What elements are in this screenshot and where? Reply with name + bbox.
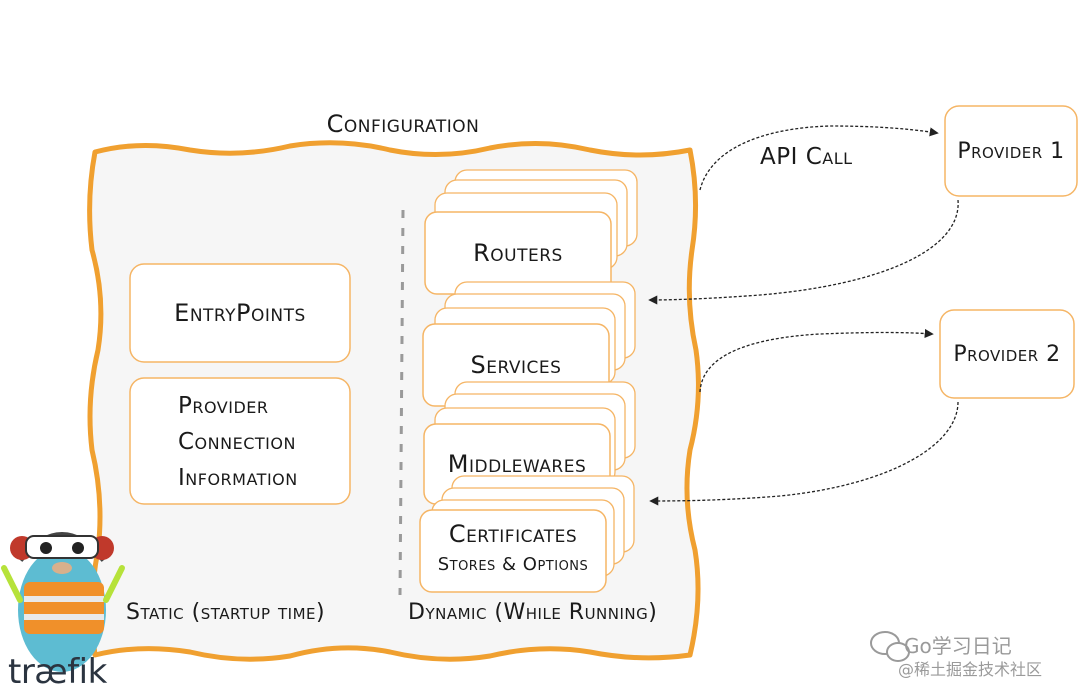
static-caption: Static (startup time) — [126, 600, 326, 625]
middlewares-label: Middlewares — [447, 450, 587, 478]
dynamic-caption: Dynamic (While Running) — [408, 600, 658, 625]
provider-connection-label: Provider Connection Information — [178, 388, 348, 496]
services-stack — [422, 281, 636, 407]
provider-2-box — [939, 309, 1075, 399]
certificates-sub-label: Stores & Options — [437, 554, 589, 575]
configuration-title: Configuration — [326, 110, 480, 138]
provider-connection-line-3: Information — [178, 465, 298, 491]
routers-label: Routers — [473, 239, 563, 267]
provider-connection-line-1: Provider — [178, 393, 269, 419]
provider-2-call-arrow — [699, 328, 934, 393]
watermark-line-1: Go学习日记 — [904, 634, 1012, 658]
wechat-icon — [870, 631, 910, 662]
provider-1-return-arrow — [648, 199, 959, 305]
provider-2-label: Provider 2 — [953, 341, 1061, 367]
certificates-stack — [419, 475, 635, 593]
watermark-line-2: @稀土掘金技术社区 — [898, 660, 1043, 679]
services-label: Services — [470, 351, 562, 379]
entrypoints-label: EntryPoints — [174, 299, 306, 327]
provider-1-label: Provider 1 — [957, 138, 1065, 164]
traefik-logo: træfik — [8, 652, 107, 692]
provider-2-return-arrow — [649, 401, 959, 506]
certificates-label: Certificates — [448, 520, 578, 548]
routers-stack — [424, 169, 638, 295]
api-call-label: API Call — [760, 144, 853, 170]
gopher-mascot-icon — [1, 532, 125, 672]
provider-1-box — [944, 105, 1078, 197]
provider-connection-line-2: Connection — [178, 429, 296, 455]
provider-connection-box — [129, 377, 351, 505]
entrypoints-box — [129, 263, 351, 363]
